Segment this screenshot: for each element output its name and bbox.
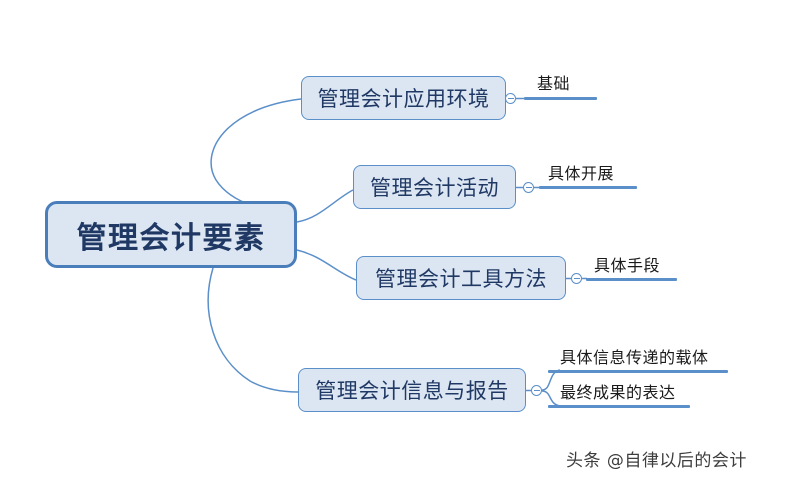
leaf-label-specific-means[interactable]: 具体手段: [594, 256, 661, 275]
branch-node-label: 管理会计活动: [370, 176, 499, 200]
branch-node-tools-methods[interactable]: 管理会计工具方法: [356, 256, 566, 300]
leaf-label-final-outcome-expression[interactable]: 最终成果的表达: [560, 383, 676, 402]
connector-root-to-branch-1: [210, 98, 302, 216]
leaf-underline-specific-means: [586, 278, 677, 281]
leaf-underline-specific-implementation: [539, 186, 637, 189]
branch-node-label: 管理会计工具方法: [375, 267, 547, 291]
collapse-marker-icon-branch-1[interactable]: [505, 93, 516, 104]
connector-root-to-branch-4: [207, 267, 299, 393]
leaf-underline-information-carrier: [548, 370, 728, 373]
connector-branch-4-split-upper: [541, 369, 561, 391]
branch-node-label: 管理会计应用环境: [317, 87, 490, 111]
connector-branch-4-split-lower: [541, 390, 561, 407]
root-node[interactable]: 管理会计要素: [45, 201, 297, 268]
branch-node-label: 管理会计信息与报告: [315, 379, 509, 403]
connector-root-to-branch-2: [296, 189, 354, 223]
collapse-marker-icon-branch-3[interactable]: [571, 273, 582, 284]
leaf-label-foundation[interactable]: 基础: [537, 74, 571, 93]
watermark-text: 头条 @自律以后的会计: [566, 451, 747, 471]
leaf-label-information-carrier[interactable]: 具体信息传递的载体: [560, 348, 709, 367]
leaf-label-specific-implementation[interactable]: 具体开展: [548, 164, 615, 183]
root-node-label: 管理会计要素: [76, 220, 266, 256]
connector-root-to-branch-3: [296, 249, 357, 281]
leaf-underline-foundation: [524, 97, 597, 100]
collapse-marker-icon-branch-4[interactable]: [531, 385, 542, 396]
collapse-marker-icon-branch-2[interactable]: [523, 182, 534, 193]
branch-node-information-reports[interactable]: 管理会计信息与报告: [298, 368, 526, 412]
leaf-underline-final-outcome-expression: [548, 405, 690, 408]
branch-node-activities[interactable]: 管理会计活动: [353, 165, 516, 209]
branch-node-application-environment[interactable]: 管理会计应用环境: [301, 76, 506, 120]
